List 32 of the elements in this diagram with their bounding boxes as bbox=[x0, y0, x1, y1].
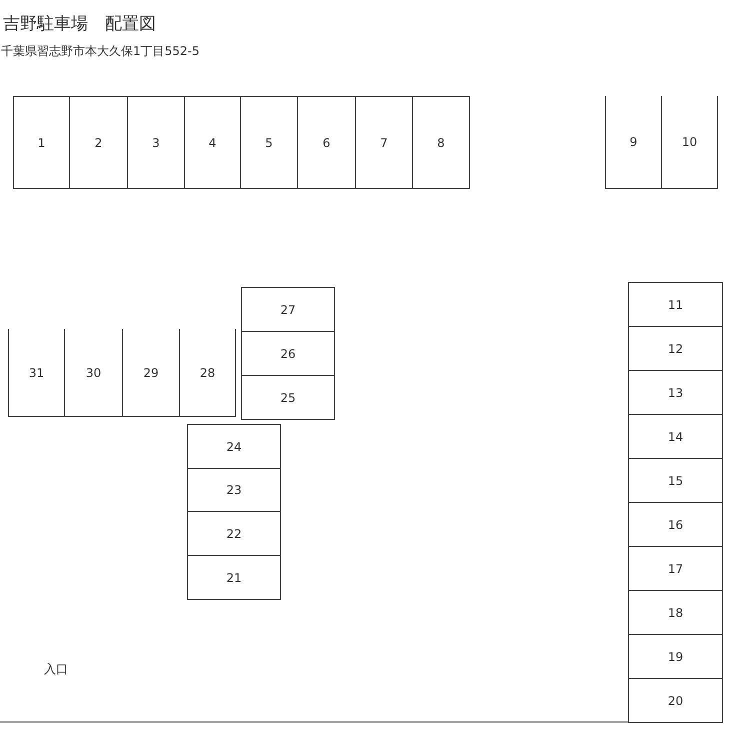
parking-space: 15 bbox=[628, 458, 723, 503]
parking-space: 8 bbox=[412, 96, 470, 189]
address-text: 千葉県習志野市本大久保1丁目552-5 bbox=[1, 43, 200, 60]
entrance-label: 入口 bbox=[44, 661, 68, 678]
parking-space: 1 bbox=[13, 96, 70, 189]
parking-space: 4 bbox=[184, 96, 241, 189]
parking-space: 31 bbox=[8, 329, 65, 417]
parking-space: 27 bbox=[241, 287, 335, 332]
parking-space: 11 bbox=[628, 282, 723, 327]
parking-space: 19 bbox=[628, 634, 723, 679]
parking-space: 21 bbox=[187, 555, 281, 600]
map-title: 吉野駐車場 配置図 bbox=[3, 13, 156, 35]
parking-space: 6 bbox=[297, 96, 356, 189]
parking-space: 14 bbox=[628, 414, 723, 459]
parking-space: 26 bbox=[241, 331, 335, 376]
parking-space: 7 bbox=[355, 96, 413, 189]
parking-space: 5 bbox=[240, 96, 298, 189]
parking-space: 25 bbox=[241, 375, 335, 420]
parking-space: 13 bbox=[628, 370, 723, 415]
parking-space: 20 bbox=[628, 678, 723, 723]
parking-space: 10 bbox=[661, 96, 718, 189]
parking-space: 22 bbox=[187, 511, 281, 556]
parking-space: 2 bbox=[69, 96, 128, 189]
parking-space: 9 bbox=[605, 96, 662, 189]
parking-space: 24 bbox=[187, 424, 281, 469]
parking-space: 16 bbox=[628, 502, 723, 547]
parking-space: 28 bbox=[179, 329, 236, 417]
parking-space: 3 bbox=[127, 96, 185, 189]
parking-space: 23 bbox=[187, 467, 281, 512]
parking-space: 18 bbox=[628, 590, 723, 635]
parking-space: 17 bbox=[628, 546, 723, 591]
parking-space: 12 bbox=[628, 326, 723, 371]
